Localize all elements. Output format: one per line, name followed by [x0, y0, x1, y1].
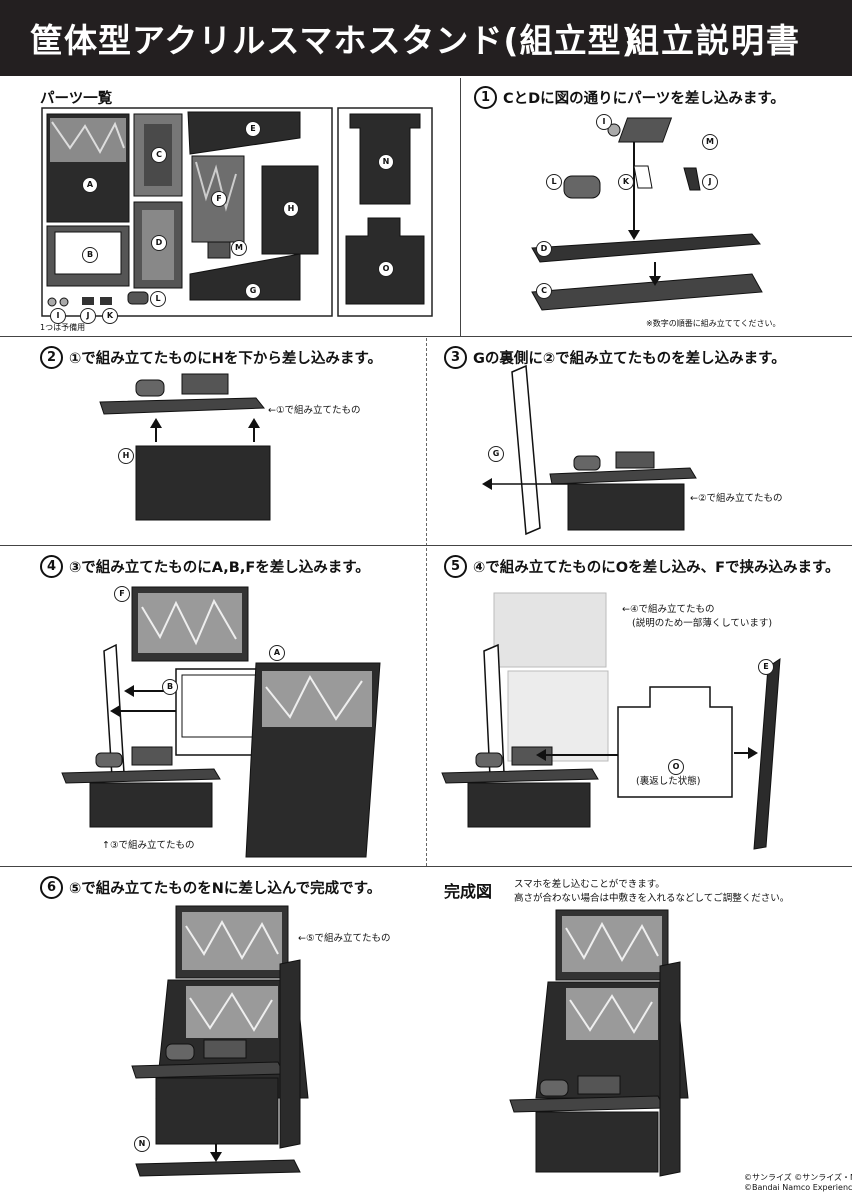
part-label-f: F — [211, 191, 227, 207]
step-1-label-d: D — [536, 241, 552, 257]
step-3-text: Gの裏側に②で組み立てたものを差し込みます。 — [473, 351, 786, 367]
part-label-a: A — [82, 177, 98, 193]
step-1-label-k: K — [618, 174, 634, 190]
step-6-number: 6 — [40, 876, 63, 899]
divider-row-3 — [0, 866, 852, 867]
step-4-number: 4 — [40, 555, 63, 578]
step-1-label-j: J — [702, 174, 718, 190]
copyright-line-1: ©サンライズ ©サンライズ・MBS — [744, 1173, 852, 1182]
completed-panel: 完成図 スマホを差し込むことができます。 高さが合わない場合は中敷きを入れるなど… — [428, 868, 852, 1200]
step-5-drawing — [441, 592, 781, 850]
step-1-text: CとDに図の通りにパーツを差し込みます。 — [503, 91, 785, 107]
step-1-number: 1 — [474, 86, 497, 109]
completed-drawing — [509, 909, 689, 1177]
parts-sheet-drawing — [41, 107, 433, 317]
step-2-text: ①で組み立てたものにHを下から差し込みます。 — [69, 351, 382, 367]
step-5-note-2: (説明のため一部薄くしています) — [632, 618, 773, 629]
step-4-note: ↑③で組み立てたもの — [102, 840, 195, 851]
step-2-panel: 2 ①で組み立てたものにHを下から差し込みます。 H ←①で組み立てたもの — [0, 338, 426, 545]
step-4-text: ③で組み立てたものにA,B,Fを差し込みます。 — [69, 560, 370, 576]
part-label-b: B — [82, 247, 98, 263]
header-bar: 筐体型アクリルスマホスタンド(組立型) 組立説明書 — [0, 0, 852, 76]
step-2-label-h: H — [118, 448, 134, 464]
part-label-j: J — [80, 308, 96, 324]
step-3-panel: 3 Gの裏側に②で組み立てたものを差し込みます。 G ←②で組み立てたもの — [428, 338, 852, 545]
step-5-title: 5 ④で組み立てたものにOを差し込み、Fで挟み込みます。 — [444, 555, 840, 578]
step-5-o-note: (裏返した状態) — [636, 776, 701, 787]
part-label-i: I — [50, 308, 66, 324]
spare-note: 1つは予備用 — [40, 323, 86, 332]
step-4-title: 4 ③で組み立てたものにA,B,Fを差し込みます。 — [40, 555, 370, 578]
part-label-l: L — [150, 291, 166, 307]
step-1-title: 1 CとDに図の通りにパーツを差し込みます。 — [474, 86, 785, 109]
step-6-label-n: N — [134, 1136, 150, 1152]
step-6-title: 6 ⑤で組み立てたものをNに差し込んで完成です。 — [40, 876, 381, 899]
step-4-drawing — [61, 586, 381, 858]
step-3-note: ←②で組み立てたもの — [690, 493, 783, 504]
step-2-title: 2 ①で組み立てたものにHを下から差し込みます。 — [40, 346, 382, 369]
divider-dashed — [426, 338, 427, 866]
completed-title: 完成図 — [444, 882, 493, 901]
step-4-label-f: F — [114, 586, 130, 602]
part-label-n: N — [378, 154, 394, 170]
step-1-panel: 1 CとDに図の通りにパーツを差し込みます。 D C I L K J M ※数字… — [462, 78, 852, 336]
step-5-number: 5 — [444, 555, 467, 578]
page-subtitle: 組立説明書 — [626, 21, 801, 60]
part-label-k: K — [102, 308, 118, 324]
divider-vertical-top — [460, 78, 461, 336]
step-1-label-c: C — [536, 283, 552, 299]
step-6-drawing — [131, 905, 309, 1177]
step-1-label-i: I — [596, 114, 612, 130]
step-2-drawing — [99, 373, 271, 521]
step-6-note: ←⑤で組み立てたもの — [298, 933, 391, 944]
divider-row-2 — [0, 545, 852, 546]
step-3-number: 3 — [444, 346, 467, 369]
step-5-label-o: O — [668, 759, 684, 775]
step-4-label-b: B — [162, 679, 178, 695]
step-4-label-a: A — [269, 645, 285, 661]
step-5-label-e: E — [758, 659, 774, 675]
page-title: 筐体型アクリルスマホスタンド(組立型) — [30, 21, 638, 60]
step-5-text: ④で組み立てたものにOを差し込み、Fで挟み込みます。 — [473, 560, 840, 576]
step-1-label-m: M — [702, 134, 718, 150]
divider-row-1 — [0, 336, 852, 337]
step-1-drawing — [531, 117, 763, 311]
step-4-panel: 4 ③で組み立てたものにA,B,Fを差し込みます。 F A B ↑③で組み立てた… — [0, 547, 426, 866]
step-2-note: ←①で組み立てたもの — [268, 405, 361, 416]
step-3-drawing — [482, 364, 697, 536]
step-5-note: ←④で組み立てたもの — [622, 604, 715, 615]
part-label-h: H — [283, 201, 299, 217]
step-1-label-l: L — [546, 174, 562, 190]
part-label-c: C — [151, 147, 167, 163]
part-label-g: G — [245, 283, 261, 299]
step-6-panel: 6 ⑤で組み立てたものをNに差し込んで完成です。 N ←⑤で組み立てたもの — [0, 868, 426, 1200]
step-1-note: ※数字の順番に組み立ててください。 — [646, 319, 781, 328]
copyright-line-2: ©Bandai Namco Experience Inc. — [744, 1183, 852, 1192]
step-6-text: ⑤で組み立てたものをNに差し込んで完成です。 — [69, 881, 382, 897]
step-5-panel: 5 ④で組み立てたものにOを差し込み、Fで挟み込みます。 E O ←④で組み立て… — [428, 547, 852, 866]
completed-text-2: 高さが合わない場合は中敷きを入れるなどしてご調整ください。 — [514, 893, 790, 904]
part-label-e: E — [245, 121, 261, 137]
step-3-label-g: G — [488, 446, 504, 462]
part-label-o: O — [378, 261, 394, 277]
part-label-m: M — [231, 240, 247, 256]
completed-text-1: スマホを差し込むことができます。 — [514, 879, 665, 890]
parts-heading: パーツ一覧 — [40, 91, 113, 107]
part-label-d: D — [151, 235, 167, 251]
parts-list-panel: パーツ一覧 A B — [0, 78, 460, 336]
step-3-title: 3 Gの裏側に②で組み立てたものを差し込みます。 — [444, 346, 786, 369]
step-2-number: 2 — [40, 346, 63, 369]
